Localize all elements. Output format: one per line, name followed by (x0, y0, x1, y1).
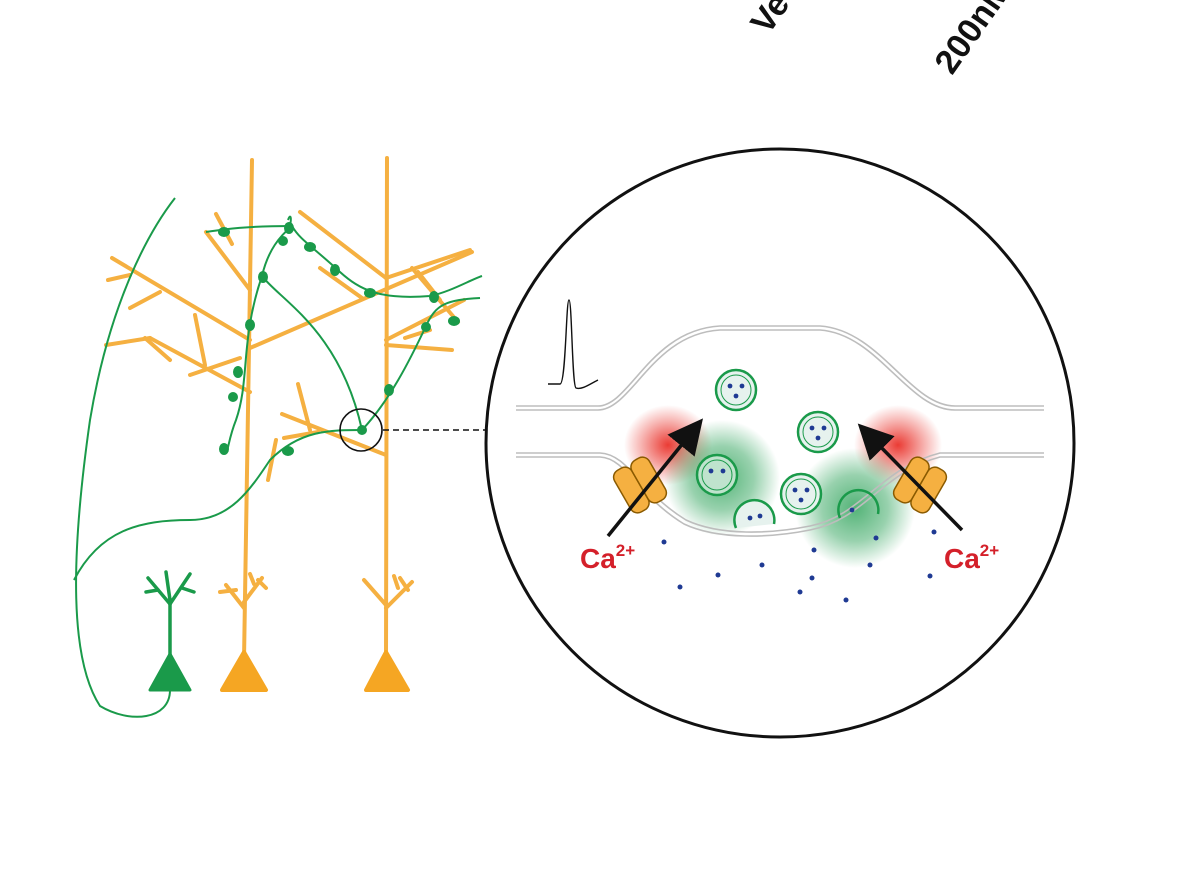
edge-label-right: 200nM (927, 0, 1019, 81)
green-neuron (144, 570, 196, 662)
soma-left (220, 650, 268, 692)
vesicle (695, 453, 739, 497)
calcium-label-left-base: Ca (580, 543, 616, 574)
vesicle (796, 410, 840, 454)
calcium-label-right-charge: 2+ (980, 541, 999, 560)
vesicles (695, 368, 880, 529)
calcium-label-right: Ca2+ (944, 541, 999, 574)
neurotransmitter-dots (661, 529, 937, 603)
vesicle-fusing (733, 498, 776, 529)
vesicle (714, 368, 758, 412)
calcium-influx-arrow-right (857, 423, 964, 532)
calcium-channel-left (612, 456, 668, 514)
calcium-label-right-base: Ca (944, 543, 980, 574)
dendritic-tree (104, 156, 474, 662)
soma-right (364, 650, 410, 692)
calcium-label-left: Ca2+ (580, 541, 635, 574)
vesicle-fusing (837, 488, 880, 519)
vesicle (779, 472, 823, 516)
green-soma (148, 652, 192, 692)
action-potential-trace (548, 299, 599, 390)
calcium-influx-arrow-left (606, 418, 703, 538)
green-axon (73, 197, 483, 718)
boutons (218, 222, 460, 456)
edge-label-left: Ve (743, 0, 797, 41)
calcium-label-left-charge: 2+ (616, 541, 635, 560)
magnifier-circle (484, 147, 1076, 739)
zoom-marker (339, 408, 383, 452)
